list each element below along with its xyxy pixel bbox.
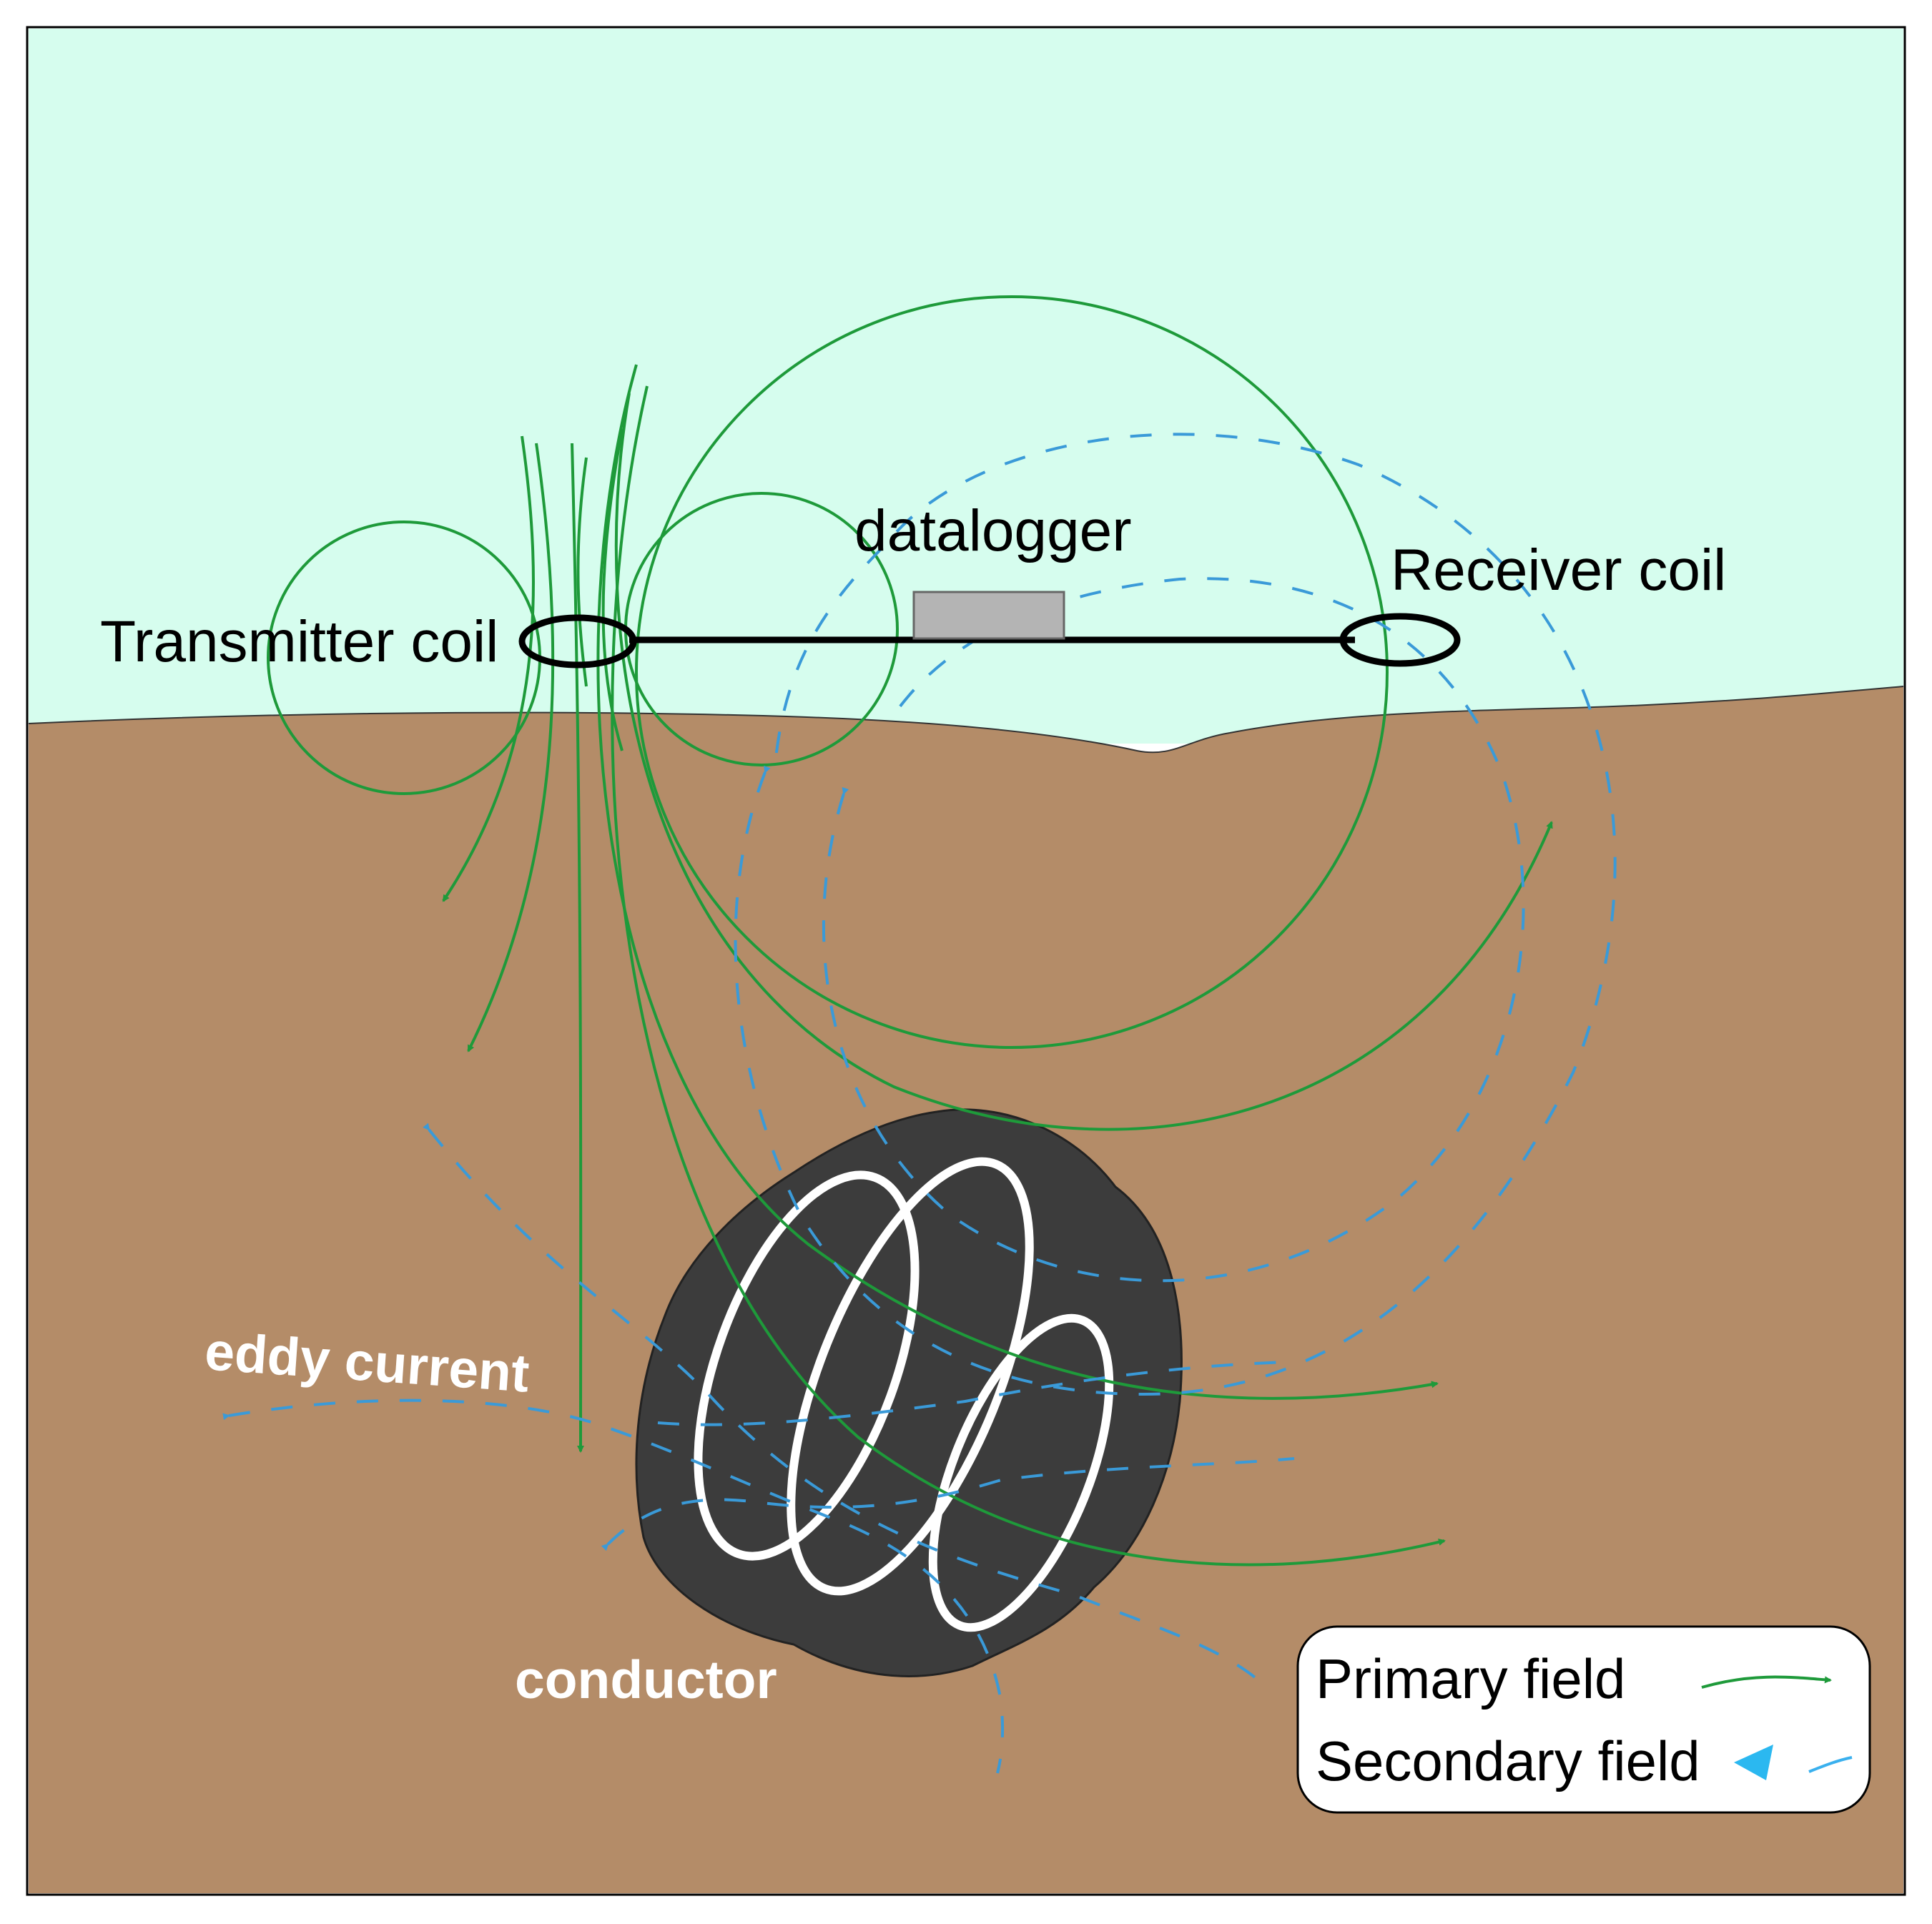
legend-secondary-dash: [1808, 1756, 1853, 1773]
legend-primary-label: Primary field: [1316, 1647, 1625, 1710]
legend-box: [1296, 1625, 1871, 1814]
legend-secondary-swatch: [1734, 1745, 1773, 1780]
primary-loop-large: [635, 295, 1389, 1049]
secondary-line: [423, 1123, 1260, 1682]
transmitter-coil-label: Transmitter coil: [100, 609, 498, 674]
ground-surface-line: [28, 686, 1904, 754]
secondary-line: [822, 577, 1525, 1283]
secondary-line: [601, 1457, 1295, 1551]
legend-primary-swatch: [1701, 1675, 1832, 1689]
secondary-line: [657, 1361, 1288, 1426]
secondary-line: [734, 433, 1617, 1396]
primary-line: [467, 443, 555, 1052]
receiver-coil-label: Receiver coil: [1391, 538, 1726, 603]
primary-line: [571, 443, 585, 1453]
conductor-label: conductor: [515, 1649, 777, 1710]
primary-line: [611, 385, 1446, 1567]
frame: [26, 26, 1906, 1896]
secondary-line: [222, 1398, 1005, 1774]
legend: Primary field Secondary field: [1296, 1625, 1871, 1814]
datalogger-box: [912, 591, 1065, 640]
legend-secondary-label: Secondary field: [1316, 1730, 1700, 1792]
eddy-current-loops: [694, 1157, 1114, 1632]
secondary-field-lines: [222, 433, 1617, 1774]
primary-line: [596, 364, 1439, 1400]
receiver-coil: [1339, 613, 1461, 667]
transmitter-coil: [518, 614, 637, 669]
primary-line: [442, 435, 535, 902]
datalogger-label: datalogger: [854, 498, 1132, 563]
